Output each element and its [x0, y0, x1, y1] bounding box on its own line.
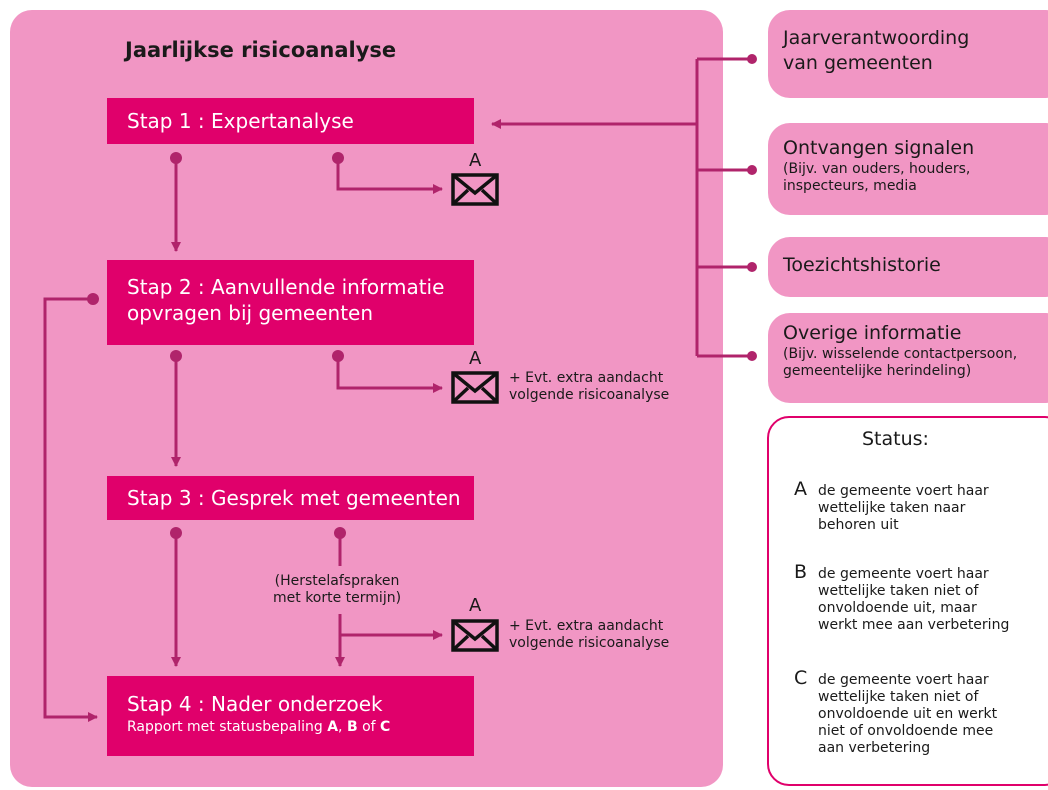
status-legend — [767, 416, 1048, 786]
source-2-detail: (Bijv. van ouders, houders, inspecteurs,… — [783, 161, 971, 194]
step-2-label: Stap 2 : Aanvullende informatie opvragen… — [127, 275, 445, 325]
status-text-a: de gemeente voert haar wettelijke taken … — [818, 483, 989, 533]
envelope-3-note: + Evt. extra aandacht volgende risicoana… — [509, 618, 670, 651]
envelope-1-icon — [451, 173, 499, 206]
step-2-box: Stap 2 : Aanvullende informatie opvragen… — [107, 260, 474, 345]
status-a-ref: A — [327, 719, 339, 735]
source-4-detail: (Bijv. wisselende contactpersoon, gemeen… — [783, 346, 1018, 379]
status-letter-c: C — [794, 667, 808, 689]
step1-dot-right — [332, 152, 344, 164]
source-jaarverantwoording: Jaarverantwoording van gemeenten — [768, 10, 1048, 98]
arrow-step2-to-step4-loop — [43, 297, 98, 722]
status-text-b: de gemeente voert haar wettelijke taken … — [818, 566, 1010, 633]
step-4-box: Stap 4 : Nader onderzoek Rapport met sta… — [107, 676, 474, 756]
source-4-dot — [747, 351, 757, 361]
arrow-step2-to-envelope — [336, 356, 443, 393]
step3-dot-right — [334, 527, 346, 539]
envelope-1-letter: A — [469, 150, 482, 171]
step-4-sub-sep1: , — [338, 719, 347, 735]
envelope-2-icon — [451, 371, 499, 404]
source-3-dot — [747, 262, 757, 272]
envelope-2-note: + Evt. extra aandacht volgende risicoana… — [509, 370, 670, 403]
step1-dot-left — [170, 152, 182, 164]
loop-dot — [87, 293, 99, 305]
status-text-c: de gemeente voert haar wettelijke taken … — [818, 672, 998, 756]
step-3-label: Stap 3 : Gesprek met gemeenten — [127, 486, 461, 510]
source-overige: Overige informatie (Bijv. wisselende con… — [768, 313, 1048, 403]
step2-dot-right — [332, 350, 344, 362]
envelope-3-icon — [451, 619, 499, 652]
step-4-label: Stap 4 : Nader onderzoek — [127, 692, 383, 716]
source-signalen: Ontvangen signalen (Bijv. van ouders, ho… — [768, 123, 1048, 215]
source-3-title: Toezichtshistorie — [783, 254, 941, 276]
step-3-box: Stap 3 : Gesprek met gemeenten — [107, 476, 474, 520]
herstel-note: (Herstelafspraken met korte termijn) — [273, 573, 402, 606]
status-letter-a: A — [794, 478, 807, 500]
step-1-label: Stap 1 : Expertanalyse — [127, 109, 354, 133]
step-4-sub-sep2: of — [357, 719, 381, 735]
step-1-box: Stap 1 : Expertanalyse — [107, 98, 474, 144]
status-letter-b: B — [794, 561, 808, 583]
step2-dot-left — [170, 350, 182, 362]
step-4-sub-prefix: Rapport met statusbepaling — [127, 719, 328, 735]
status-title: Status: — [862, 428, 929, 450]
envelope-2-letter: A — [469, 348, 482, 369]
step3-dot-left — [170, 527, 182, 539]
source-1-title: Jaarverantwoording van gemeenten — [783, 27, 970, 74]
source-2-title: Ontvangen signalen — [783, 137, 975, 159]
source-toezichtshistorie: Toezichtshistorie — [768, 237, 1048, 297]
status-c-ref: C — [380, 719, 391, 735]
source-1-dot — [747, 54, 757, 64]
arrow-step1-to-envelope — [336, 159, 443, 194]
envelope-3-letter: A — [469, 595, 482, 616]
diagram-title: Jaarlijkse risicoanalyse — [125, 38, 397, 62]
status-b-ref: B — [346, 719, 358, 735]
step-4-sublabel: Rapport met statusbepaling A, B of C — [127, 719, 474, 735]
source-4-title: Overige informatie — [783, 322, 962, 344]
source-2-dot — [747, 165, 757, 175]
